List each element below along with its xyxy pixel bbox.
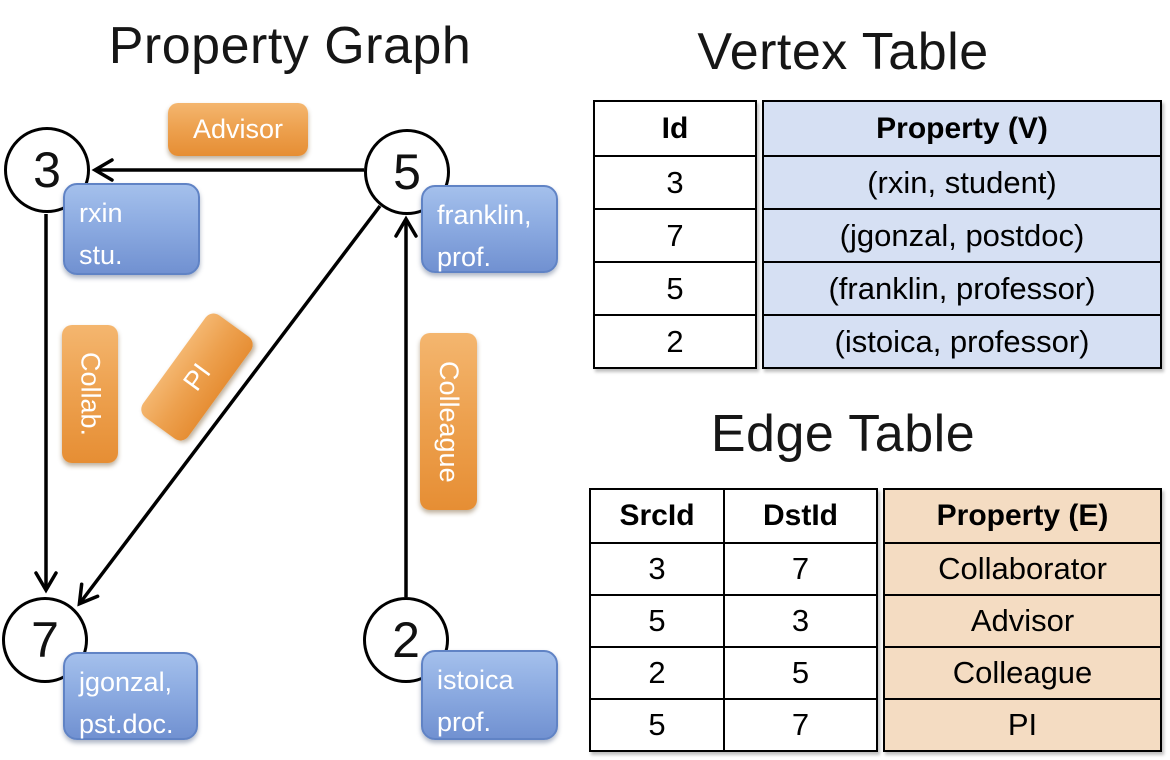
edge-label-collab: Collab.: [62, 325, 118, 463]
edge-label-colleague: Colleague: [420, 333, 477, 510]
vertex-id-5: 5: [393, 144, 421, 200]
vertex-property-2-line1: istoica: [437, 665, 514, 695]
vertex-circle-5: 5: [364, 129, 450, 215]
edge-label-advisor: Advisor: [168, 103, 308, 156]
edge-table-id-row: 3 7: [591, 542, 876, 594]
edge-table-title: Edge Table: [710, 405, 976, 463]
edge-label-colleague-text: Colleague: [434, 360, 464, 483]
vertex-property-2-line2: prof.: [437, 706, 492, 737]
edge-table-srcid-cell: 5: [648, 603, 666, 638]
vertex-circle-2: 2: [363, 597, 449, 683]
vertex-id-2: 2: [392, 612, 420, 668]
vertex-table-property-column: Property (V) (rxin, student) (jgonzal, p…: [762, 100, 1162, 369]
edge-table-srcid-cell: 2: [648, 655, 666, 690]
vertex-property-box-7: jgonzal, pst.doc.: [63, 652, 198, 740]
vertex-table-id-cell: 3: [595, 155, 755, 208]
vertex-table-id-cell: 7: [595, 208, 755, 261]
vertex-table-header-id: Id: [661, 111, 689, 145]
vertex-id-7: 7: [31, 612, 59, 668]
edge-label-advisor-text: Advisor: [192, 114, 284, 144]
vertex-table-property-cell: (rxin, student): [764, 155, 1160, 208]
graph-edges-svg: [34, 158, 418, 607]
vertex-table-title: Vertex Table: [697, 23, 989, 81]
property-graph-title: Property Graph: [108, 17, 472, 75]
edge-table-id-columns: SrcId DstId 3 7 5 3 2 5 5 7: [589, 488, 878, 752]
vertex-table-property-cell: (franklin, professor): [764, 261, 1160, 314]
edge-table-header-srcid: SrcId: [619, 499, 695, 532]
edge-table-id-row: 2 5: [591, 646, 876, 698]
vertex-property-box-2: istoica prof.: [421, 650, 558, 740]
edge-table-header-row: SrcId DstId: [591, 490, 876, 542]
edge-table-dstid-cell: 7: [723, 700, 876, 750]
edge-table-header-dstid: DstId: [723, 490, 876, 542]
edge-table-dstid-cell: 7: [723, 544, 876, 594]
vertex-property-box-5: franklin, prof.: [421, 185, 558, 273]
vertex-property-box-3: rxin stu.: [63, 183, 200, 275]
edge-table-property-column: Property (E) Collaborator Advisor Collea…: [883, 488, 1162, 752]
edge-label-pi-text: PI: [176, 357, 217, 396]
vertex-property-7-line2: pst.doc.: [79, 708, 174, 739]
vertex-id-3: 3: [33, 142, 61, 198]
vertex-table-id-column: Id 3 7 5 2: [593, 100, 757, 369]
vertex-table-header-property: Property (V): [764, 102, 1160, 155]
vertex-table-id-cell: 5: [595, 261, 755, 314]
vertex-property-7-line1: jgonzal,: [79, 667, 173, 697]
vertex-table-property-cell: (jgonzal, postdoc): [764, 208, 1160, 261]
edge-table-id-row: 5 3: [591, 594, 876, 646]
edge-table-id-row: 5 7: [591, 698, 876, 750]
vertex-property-3-line2: stu.: [79, 239, 123, 270]
edge-table-property-cell: Advisor: [885, 594, 1160, 646]
edge-label-collab-text: Collab.: [75, 351, 106, 437]
edge-table-srcid-cell: 5: [648, 707, 666, 742]
vertex-property-5-line1: franklin,: [437, 200, 532, 230]
edge-table-srcid-cell: 3: [648, 551, 666, 586]
edge-table-dstid-cell: 3: [723, 596, 876, 646]
edge-table-dstid-cell: 5: [723, 648, 876, 698]
vertex-property-5-line2: prof.: [437, 241, 492, 272]
vertex-property-3-line1: rxin: [79, 198, 123, 228]
edge-pi-5-to-7: [77, 204, 382, 607]
edge-table-property-cell: Collaborator: [885, 542, 1160, 594]
vertex-table-property-cell: (istoica, professor): [764, 314, 1160, 367]
edge-table-property-cell: PI: [885, 698, 1160, 750]
edge-table-property-cell: Colleague: [885, 646, 1160, 698]
vertex-table-id-cell: 2: [595, 314, 755, 367]
edge-table-header-property: Property (E): [885, 490, 1160, 542]
